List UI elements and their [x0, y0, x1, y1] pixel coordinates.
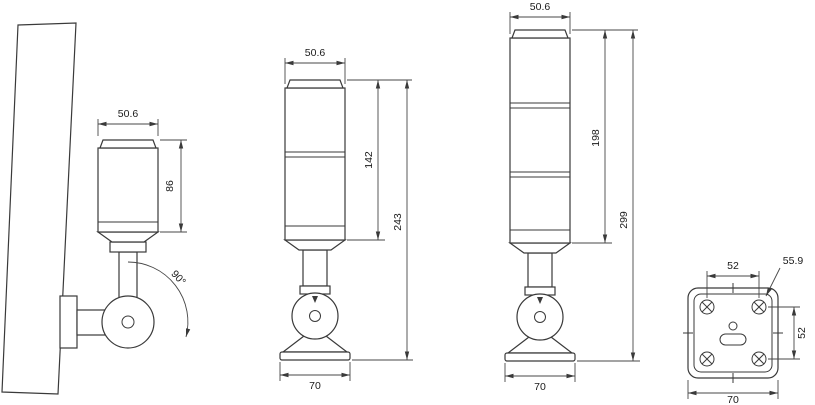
base-plate-inner [693, 293, 773, 373]
dim-tower3-module-height: 198 [590, 129, 602, 147]
swivel-ball [291, 292, 339, 340]
screw-icon [751, 299, 767, 315]
dim-swivel-angle: 90° [168, 268, 188, 288]
base-slab [279, 351, 351, 361]
cable-slot [719, 333, 747, 346]
tower3-dimension-lines [504, 12, 640, 382]
dim-tower2-total-height: 243 [392, 213, 404, 231]
dim-tower3-base-width: 70 [534, 381, 546, 393]
centerline-ticks [683, 283, 783, 383]
wall-view-dimension-lines [97, 119, 191, 338]
dim-wall-width: 50.6 [118, 108, 139, 120]
stem-collar [109, 241, 147, 253]
swivel-arc [127, 261, 191, 338]
tower-cap [511, 29, 569, 39]
wall-mount-plate [59, 295, 78, 349]
ball-pointer [312, 296, 318, 303]
wall-section-hatched [1, 22, 77, 395]
dim-base-hole-spacing-x: 52 [727, 260, 739, 272]
screw-icon [699, 351, 715, 367]
dim-tower3-total-height: 299 [618, 211, 630, 229]
corner-leader-line [765, 267, 781, 297]
swivel-joint [101, 295, 155, 349]
ball-pointer [537, 297, 543, 304]
dim-base-corner: 55.9 [783, 255, 804, 267]
dim-tower2-module-height: 142 [363, 151, 375, 169]
tower2-dimension-lines [279, 58, 413, 381]
neck [96, 231, 160, 243]
ball-bolt [309, 310, 321, 322]
dim-tower2-width: 50.6 [305, 47, 326, 59]
stem [302, 249, 328, 287]
dim-wall-body-height: 86 [164, 180, 176, 192]
tower-body [284, 87, 346, 241]
dim-base-width: 70 [727, 394, 739, 405]
view-two-module-tower: 50.6 142 243 70 [279, 47, 413, 392]
ball-bolt [534, 311, 546, 323]
screw-icon [751, 351, 767, 367]
tower-cap [286, 79, 344, 89]
stem [527, 252, 553, 288]
tower-body [97, 147, 159, 233]
base-plate-dimension-lines [687, 267, 800, 399]
base-slab [504, 352, 576, 362]
bracket-arm [76, 309, 106, 336]
view-wall-mounted: 50.6 86 90° [1, 22, 191, 395]
neck [508, 242, 572, 254]
screw-icon [699, 299, 715, 315]
dim-tower3-width: 50.6 [530, 1, 551, 13]
stem [118, 251, 138, 299]
swivel-joint-bolt [121, 315, 135, 329]
corner-screws [699, 299, 767, 367]
neck [283, 239, 347, 251]
view-base-plate: 52 55.9 52 70 [683, 255, 808, 405]
dim-base-hole-spacing-y: 52 [796, 327, 808, 339]
tower-body [509, 37, 571, 244]
base-plate-outer [687, 287, 779, 379]
center-hole [728, 321, 738, 331]
view-three-module-tower: 50.6 198 299 70 [504, 1, 640, 393]
swivel-ball [516, 293, 564, 341]
tower-cap [99, 139, 157, 149]
dim-tower2-base-width: 70 [309, 380, 321, 392]
